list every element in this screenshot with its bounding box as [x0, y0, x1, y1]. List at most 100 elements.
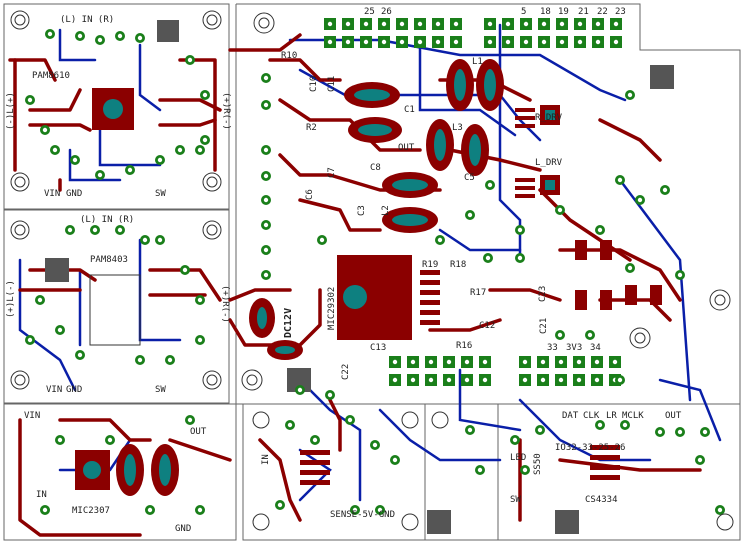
label-r18: R18 [450, 260, 466, 270]
via-hole [522, 359, 528, 365]
via-hole [377, 507, 383, 513]
via-holes [25, 18, 725, 515]
label-out-mid: OUT [398, 143, 415, 153]
via-hole [662, 187, 668, 193]
label-c13: C13 [370, 343, 386, 353]
label-c5: C5 [464, 173, 475, 183]
via-hole [523, 39, 529, 45]
via-hole [137, 357, 143, 363]
via-hole [399, 39, 405, 45]
label-clk: CLK [583, 411, 600, 421]
via-hole [482, 377, 488, 383]
via-hole [410, 377, 416, 383]
label-sw-mid: SW [155, 385, 166, 395]
label-l-top: (-)L(+) [6, 92, 16, 130]
via-hole [557, 207, 563, 213]
via-hole [464, 359, 470, 365]
via-hole [617, 377, 623, 383]
label-in-bot: IN [36, 490, 47, 500]
via-hole [77, 33, 83, 39]
via-hole [446, 359, 452, 365]
label-l3: L3 [452, 123, 463, 133]
via-hole [597, 422, 603, 428]
via-hole [576, 359, 582, 365]
via-hole [392, 457, 398, 463]
via-hole [523, 21, 529, 27]
label-pam8403: PAM8403 [90, 255, 128, 265]
via-hole [540, 377, 546, 383]
via-hole [613, 39, 619, 45]
via-hole [512, 437, 518, 443]
via-hole [297, 387, 303, 393]
via-hole [187, 417, 193, 423]
label-c21: C21 [539, 318, 549, 334]
via-hole [381, 21, 387, 27]
via-hole [137, 35, 143, 41]
label-sw: SW [510, 495, 521, 505]
component-pads [45, 20, 674, 534]
via-hole [327, 39, 333, 45]
label-pin33: 33 [547, 343, 558, 353]
label-pin3v3: 3V3 [566, 343, 582, 353]
label-pin5: 5 [521, 7, 526, 17]
via-hole [97, 172, 103, 178]
label-pin21: 21 [578, 7, 589, 17]
via-hole [417, 39, 423, 45]
label-pin34: 34 [590, 343, 601, 353]
via-hole [142, 237, 148, 243]
via-hole [597, 227, 603, 233]
label-l-mid: (+)L(-) [6, 280, 16, 318]
via-hole [537, 427, 543, 433]
via-hole [347, 417, 353, 423]
label-in-lr-mid: (L) IN (R) [80, 215, 134, 225]
via-hole [363, 21, 369, 27]
label-sw-top: SW [155, 189, 166, 199]
via-hole [107, 437, 113, 443]
label-gnd-bot: GND [175, 524, 191, 534]
label-r17: R17 [470, 288, 486, 298]
via-hole [327, 392, 333, 398]
label-c22: C22 [341, 364, 351, 380]
via-hole [576, 377, 582, 383]
label-ss50: SS50 [533, 453, 543, 475]
via-hole [505, 39, 511, 45]
label-pam8610: PAM8610 [32, 71, 70, 81]
label-led: LED [510, 453, 526, 463]
via-hole [381, 39, 387, 45]
label-r10: R10 [281, 51, 297, 61]
label-r-top: (+)R(-) [221, 92, 231, 130]
via-hole [363, 39, 369, 45]
label-io: IO32-33-25-26 [555, 443, 625, 453]
via-hole [263, 173, 269, 179]
via-hole [263, 247, 269, 253]
label-mclk: MCLK [622, 411, 644, 421]
via-hole [157, 157, 163, 163]
via-hole [453, 21, 459, 27]
label-out-right: OUT [665, 411, 682, 421]
via-hole [392, 377, 398, 383]
via-hole [577, 39, 583, 45]
via-hole [587, 332, 593, 338]
via-hole [27, 97, 33, 103]
label-out-bot: OUT [190, 427, 207, 437]
via-hole [487, 39, 493, 45]
label-l2: L2 [381, 205, 391, 216]
via-hole [487, 21, 493, 27]
via-hole [117, 33, 123, 39]
via-hole [147, 507, 153, 513]
via-hole [594, 359, 600, 365]
via-hole [52, 147, 58, 153]
via-hole [263, 197, 269, 203]
label-cs4334: CS4334 [585, 495, 618, 505]
label-gnd-top: GND [66, 189, 82, 199]
via-hole [319, 237, 325, 243]
via-hole [157, 237, 163, 243]
label-pin18: 18 [540, 7, 551, 17]
via-hole [117, 227, 123, 233]
label-l1: L1 [472, 57, 483, 67]
via-hole [467, 427, 473, 433]
via-hole [559, 39, 565, 45]
via-hole [558, 359, 564, 365]
via-hole [594, 377, 600, 383]
